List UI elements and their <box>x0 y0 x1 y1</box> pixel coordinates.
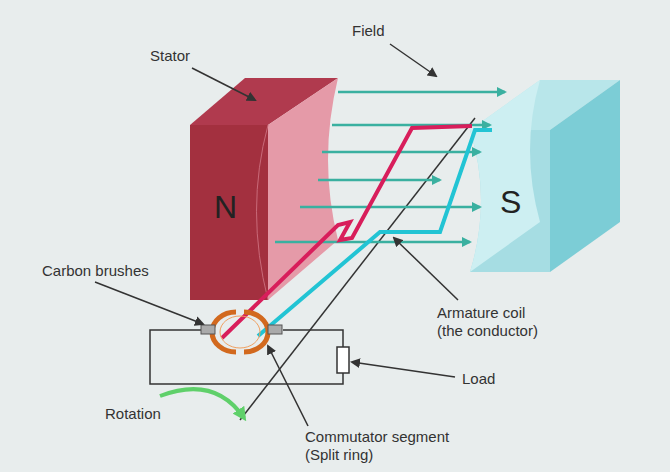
circuit-wire <box>150 330 343 384</box>
part-label: Commutator segment (Split ring) <box>305 428 465 464</box>
motion-label: Rotation <box>105 405 161 423</box>
circuit-wire <box>283 330 343 347</box>
part-label: Stator <box>150 47 190 65</box>
carbon-brush <box>201 325 215 334</box>
field-label: Field <box>352 22 385 40</box>
part-label: Carbon brushes <box>42 262 149 280</box>
commutator <box>212 312 268 352</box>
leader-lines <box>95 44 458 426</box>
pole-letter: S <box>500 185 521 219</box>
resistor-symbol <box>337 347 349 373</box>
pole-letter: N <box>214 190 237 224</box>
carbon-brush <box>268 325 282 334</box>
south-magnet <box>470 80 620 272</box>
north-magnet <box>190 78 338 300</box>
part-label: Armature coil (the conductor) <box>437 304 547 340</box>
rotation-arrow <box>160 389 244 418</box>
shaft-axis <box>240 118 475 420</box>
part-label: Load <box>462 370 495 388</box>
